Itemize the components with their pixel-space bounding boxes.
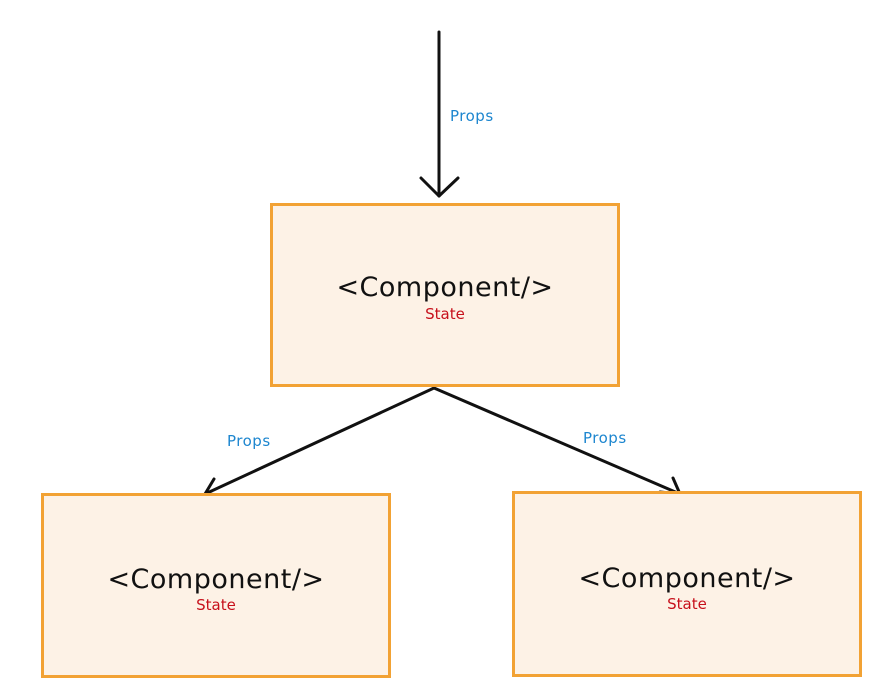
state-label: State	[667, 595, 707, 613]
component-title: <Component/>	[578, 563, 796, 594]
component-title: <Component/>	[336, 272, 554, 303]
left-child-component-box: <Component/> State	[41, 493, 391, 678]
parent-component-box: <Component/> State	[270, 203, 620, 387]
component-title: <Component/>	[107, 564, 325, 595]
arrow-to-right-child	[432, 386, 682, 496]
props-label-incoming: Props	[450, 107, 494, 125]
props-label-left: Props	[227, 432, 271, 450]
state-label: State	[425, 305, 465, 323]
right-child-component-box: <Component/> State	[512, 491, 862, 677]
arrow-incoming-props	[419, 30, 460, 198]
state-label: State	[196, 596, 236, 614]
props-label-right: Props	[583, 429, 627, 447]
